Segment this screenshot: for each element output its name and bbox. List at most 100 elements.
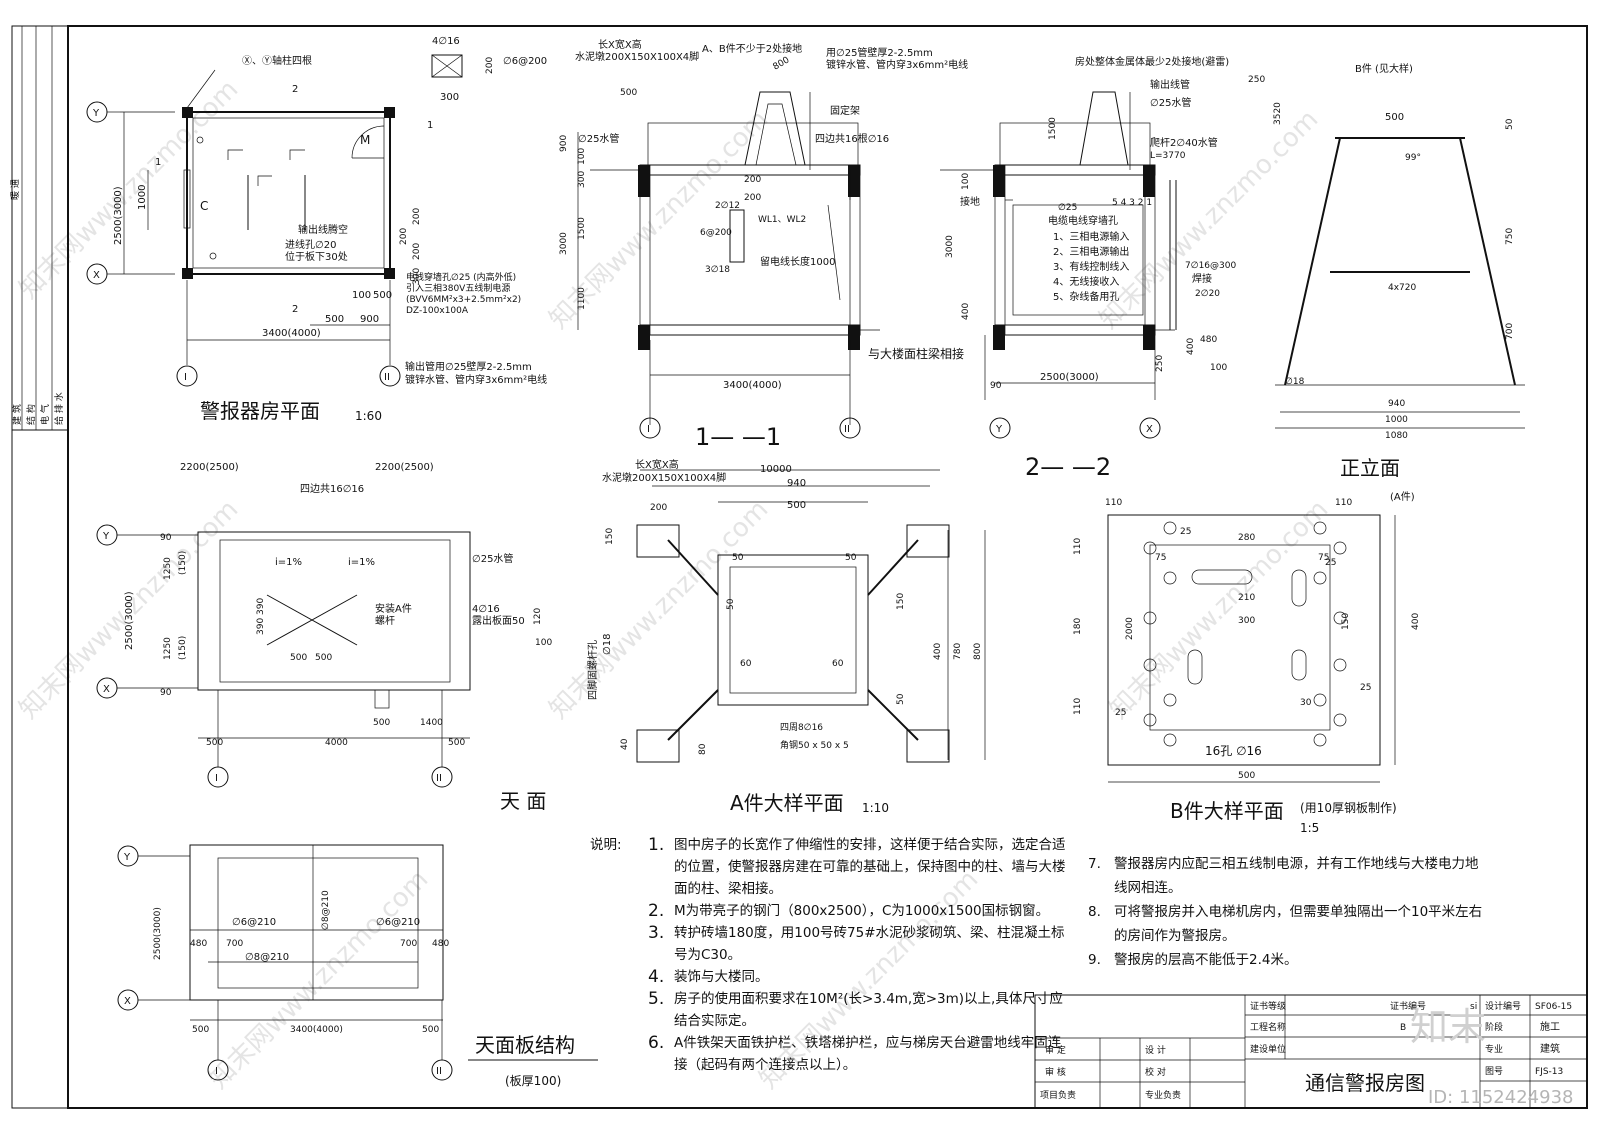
svg-text:X: X <box>103 684 110 695</box>
svg-text:1080: 1080 <box>1385 431 1408 441</box>
svg-text:500: 500 <box>422 1025 439 1035</box>
svg-text:90: 90 <box>990 381 1002 391</box>
svg-text:40: 40 <box>620 738 630 750</box>
svg-text:阶段: 阶段 <box>1485 1021 1503 1033</box>
svg-text:4x720: 4x720 <box>1388 283 1417 293</box>
svg-text:螺杆: 螺杆 <box>375 615 395 627</box>
svg-text:300: 300 <box>412 268 422 285</box>
svg-text:1500: 1500 <box>1048 117 1058 140</box>
svg-text:75: 75 <box>1318 553 1329 563</box>
svg-text:SF06-15: SF06-15 <box>1535 1002 1572 1012</box>
svg-text:4000: 4000 <box>325 738 348 748</box>
roof-plan: 2200(2500) 2200(2500) 四边共16∅16 i=1% i=1%… <box>96 462 552 813</box>
notes-label: 说明: <box>590 837 622 853</box>
svg-text:4∅16: 4∅16 <box>472 604 500 615</box>
svg-text:100: 100 <box>352 290 371 301</box>
svg-text:项目负责: 项目负责 <box>1040 1089 1076 1101</box>
svg-text:输出线管: 输出线管 <box>1150 78 1190 91</box>
svg-text:500: 500 <box>315 653 332 663</box>
svg-text:角钢50 x 50 x 5: 角钢50 x 50 x 5 <box>780 739 849 751</box>
svg-text:(150): (150) <box>178 636 188 660</box>
svg-text:II: II <box>436 773 442 784</box>
svg-text:1:60: 1:60 <box>355 409 382 423</box>
svg-text:2∅12: 2∅12 <box>715 201 740 211</box>
svg-text:焊接: 焊接 <box>1192 272 1212 285</box>
watermark: 知末网www.znzmo.com <box>1104 494 1335 725</box>
svg-text:si: si <box>1470 1002 1477 1012</box>
note-item: 6.A件铁架天面铁护栏、铁塔梯护栏，应与梯房天台避雷地线牢固连接（起码有两个连接… <box>648 1033 1062 1073</box>
svg-text:150: 150 <box>896 593 906 610</box>
svg-text:900: 900 <box>360 314 379 325</box>
svg-text:500: 500 <box>620 88 637 98</box>
svg-text:50: 50 <box>1505 118 1515 130</box>
svg-text:3000: 3000 <box>945 235 955 258</box>
svg-text:1000: 1000 <box>137 185 148 210</box>
svg-text:480: 480 <box>432 939 449 949</box>
svg-text:480: 480 <box>1200 335 1217 345</box>
svg-text:6@200: 6@200 <box>700 228 732 238</box>
title-block: 证书等级 证书编号 si 设计编号 SF06-15 工程名称 B 阶段 施工 建… <box>1034 994 1588 1109</box>
svg-text:施工: 施工 <box>1540 1020 1560 1033</box>
svg-text:800: 800 <box>973 643 983 660</box>
svg-text:镀锌水管、管内穿3x6mm²电线: 镀锌水管、管内穿3x6mm²电线 <box>405 373 547 386</box>
svg-text:∅25水管: ∅25水管 <box>578 132 619 145</box>
svg-text:B件 (见大样): B件 (见大样) <box>1355 62 1413 75</box>
svg-text:II: II <box>384 372 390 383</box>
svg-text:750: 750 <box>1505 228 1515 245</box>
svg-text:1:10: 1:10 <box>862 801 889 815</box>
svg-text:780: 780 <box>953 643 963 660</box>
svg-text:电缆电线穿墙孔: 电缆电线穿墙孔 <box>1048 214 1118 227</box>
svg-text:X: X <box>93 270 100 281</box>
svg-text:2500(3000): 2500(3000) <box>1040 372 1099 383</box>
svg-text:400: 400 <box>933 643 943 660</box>
b-part-detail: 110 110 280 75 25 25 75 210 300 2000 150… <box>1073 498 1421 835</box>
svg-text:390: 390 <box>256 618 266 635</box>
svg-text:3400(4000): 3400(4000) <box>290 1025 343 1035</box>
svg-text:暖 通: 暖 通 <box>9 179 21 200</box>
svg-text:I: I <box>215 1066 218 1077</box>
svg-text:940: 940 <box>787 478 806 489</box>
svg-text:1、三相电源输入: 1、三相电源输入 <box>1053 230 1129 243</box>
svg-text:25: 25 <box>1360 683 1371 693</box>
a-part-detail: 10000 940 500 200 150 50 50 150 400 780 … <box>586 458 986 815</box>
svg-text:∅6@200: ∅6@200 <box>503 56 547 67</box>
svg-text:500: 500 <box>206 738 223 748</box>
svg-text:校 对: 校 对 <box>1145 1066 1166 1078</box>
svg-text:200: 200 <box>744 193 761 203</box>
svg-text:110: 110 <box>1073 698 1083 715</box>
svg-text:证书等级: 证书等级 <box>1250 1000 1286 1012</box>
svg-text:水泥墩200X150X100X4脚: 水泥墩200X150X100X4脚 <box>602 471 726 484</box>
svg-text:200: 200 <box>412 208 422 225</box>
svg-text:800: 800 <box>772 55 792 72</box>
svg-text:2500(3000): 2500(3000) <box>124 591 135 650</box>
note-item: 4.装饰与大楼同。 <box>648 967 769 987</box>
watermark: 知末网www.znzmo.com <box>14 74 245 305</box>
svg-text:480: 480 <box>190 939 207 949</box>
svg-text:FJS-13: FJS-13 <box>1535 1067 1563 1077</box>
svg-text:300: 300 <box>440 92 459 103</box>
svg-text:110: 110 <box>1073 538 1083 555</box>
svg-text:500: 500 <box>1385 112 1404 123</box>
svg-text:700: 700 <box>1505 323 1515 340</box>
plan-title: 警报器房平面 <box>200 399 320 423</box>
svg-text:四边共16∅16: 四边共16∅16 <box>300 483 364 495</box>
svg-text:安装A件: 安装A件 <box>375 602 412 615</box>
svg-text:300: 300 <box>577 171 587 188</box>
svg-text:进线孔∅20: 进线孔∅20 <box>285 238 336 251</box>
svg-text:(BVV6MM²x3+2.5mm²x2): (BVV6MM²x3+2.5mm²x2) <box>406 295 521 305</box>
svg-text:25: 25 <box>1115 708 1126 718</box>
svg-text:3、有线控制线入: 3、有线控制线入 <box>1053 260 1129 273</box>
elevation-a: B件 (见大样) 500 50 750 700 4x720 ∅18 940 10… <box>1275 62 1525 503</box>
svg-text:电 气: 电 气 <box>39 404 51 425</box>
svg-text:500: 500 <box>373 718 390 728</box>
svg-text:(用10厚钢板制作): (用10厚钢板制作) <box>1300 801 1397 815</box>
svg-text:∅18: ∅18 <box>1285 377 1305 387</box>
svg-text:输出管用∅25壁厚2-2.5mm: 输出管用∅25壁厚2-2.5mm <box>405 360 532 373</box>
svg-text:i=1%: i=1% <box>275 557 302 568</box>
svg-text:1500: 1500 <box>577 217 587 240</box>
svg-text:M: M <box>360 133 370 147</box>
notes-right: 7.警报器房内应配三相五线制电源，并有工作地线与大楼电力地线网相连。 8.可将警… <box>1088 852 1483 972</box>
svg-text:A、B件不少于2处接地: A、B件不少于2处接地 <box>702 42 802 55</box>
svg-text:L=3770: L=3770 <box>1150 151 1186 161</box>
svg-text:电线穿墙孔∅25 (内高外低): 电线穿墙孔∅25 (内高外低) <box>406 271 516 283</box>
